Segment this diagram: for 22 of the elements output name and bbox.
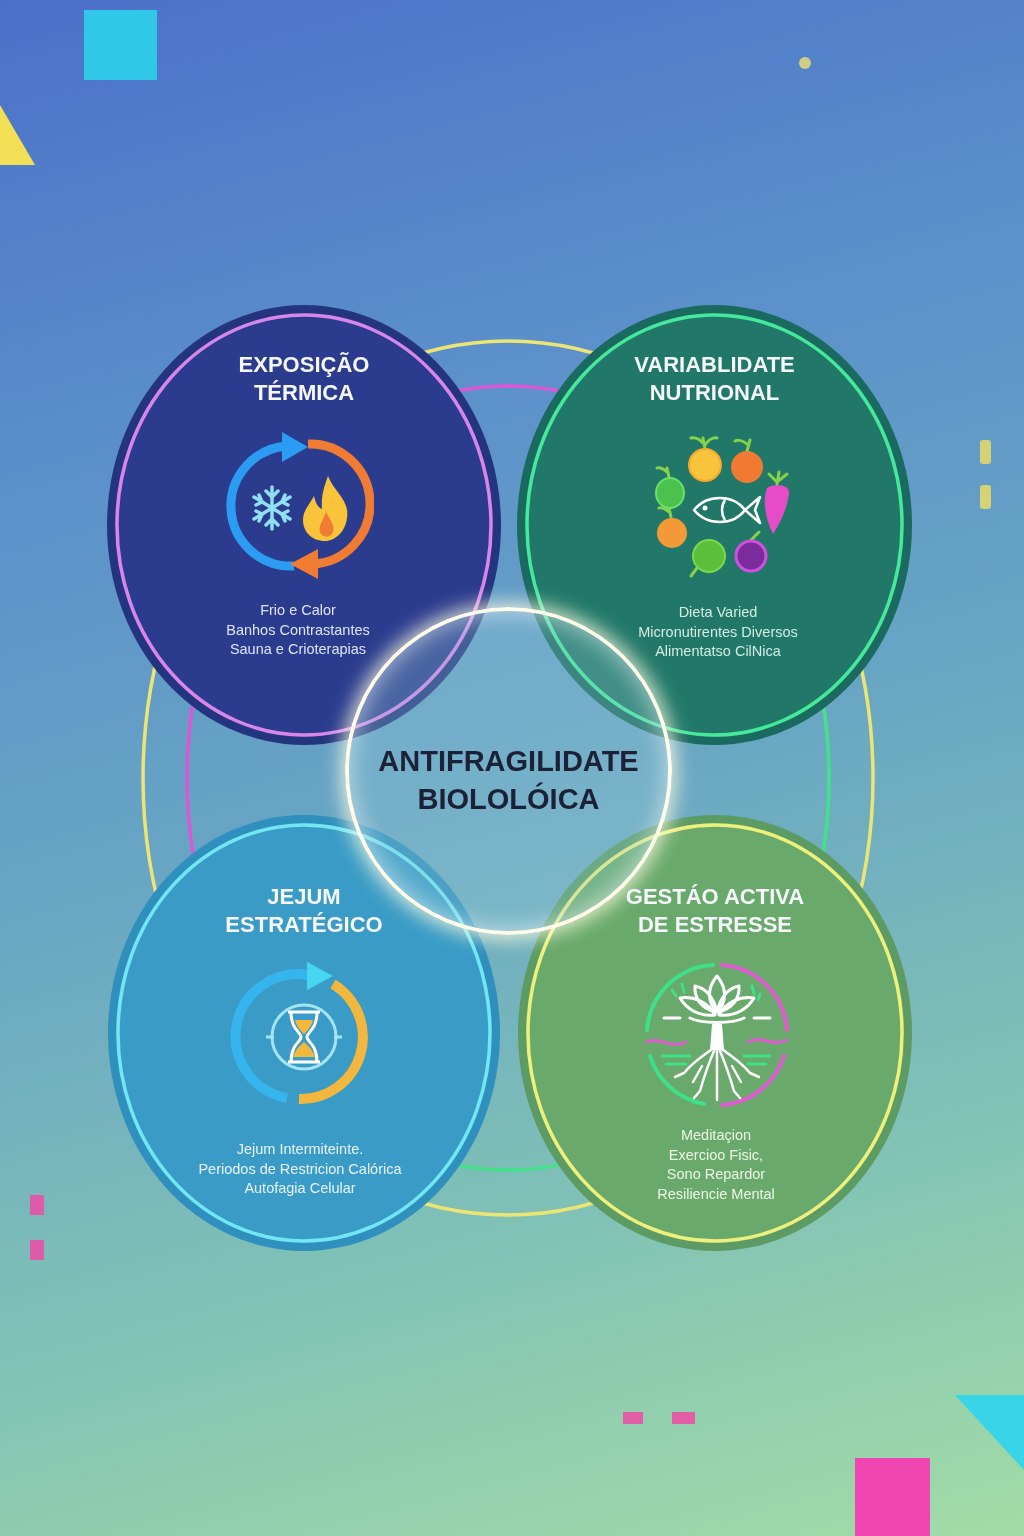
- topic-item: Periodos de Restricion Calórica: [198, 1159, 402, 1179]
- topic-heading: EXPOSIÇÃO TÉRMICA: [237, 351, 371, 407]
- topic-circle: [518, 815, 912, 1251]
- topic-item: Jejum Intermiteinte.: [236, 1140, 364, 1159]
- topic-item: Alimentatso CilNica: [655, 642, 781, 661]
- topic-circle: [107, 305, 501, 745]
- topic-heading: VARIABLIDATE NUTRIONAL: [633, 351, 796, 407]
- topic-heading: GESTÁO ACTIVA DE ESTRESSE: [624, 883, 806, 939]
- topic-circle: [108, 815, 500, 1251]
- topic-item: Banhos Contrastantes: [226, 620, 370, 640]
- topic-item: Autofagia Celular: [244, 1179, 356, 1198]
- topic-item: Frio e Calor: [260, 601, 336, 620]
- topic-item: Resiliencie Mental: [657, 1184, 775, 1204]
- topic-item: Meditaçion: [680, 1126, 752, 1145]
- topic-item: Exercioo Fisic,: [668, 1145, 764, 1165]
- topic-item: Micronutirentes Diversos: [638, 622, 798, 642]
- topic-item: Sono Repardor: [666, 1165, 766, 1184]
- central-title: ANTIFRAGILIDATE BIOLOLÓICA: [377, 744, 640, 817]
- topic-heading: JEJUM ESTRATÉGICO: [224, 883, 384, 939]
- topic-circle: [517, 305, 912, 745]
- topic-item: Sauna e Crioterapias: [229, 640, 367, 659]
- topic-item: Dieta Varied: [678, 603, 758, 622]
